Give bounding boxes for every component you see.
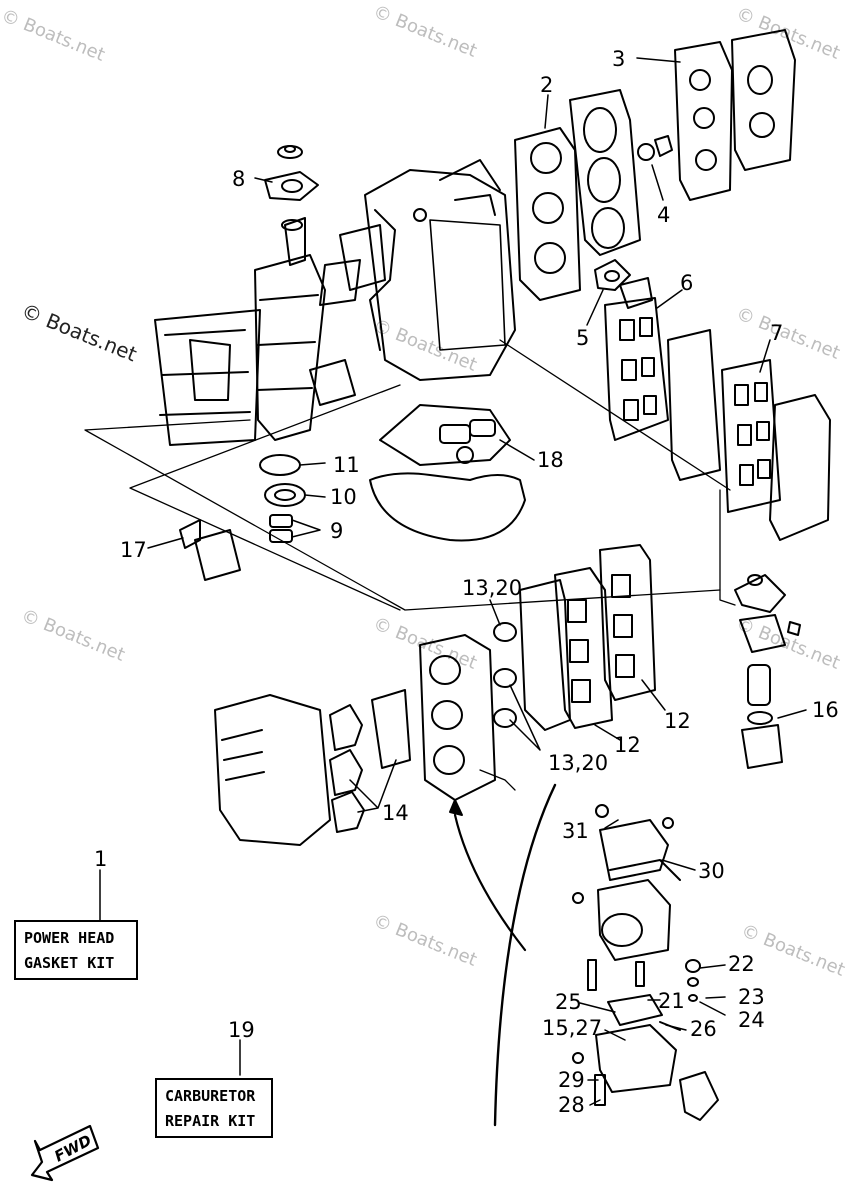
cylinder-head <box>569 89 641 256</box>
callout-26: 26 <box>690 1017 717 1041</box>
part-4-washer <box>637 135 673 161</box>
callout-2: 2 <box>540 73 553 97</box>
callout-8: 8 <box>232 167 245 191</box>
power-head-kit-line2: GASKET KIT <box>24 954 115 972</box>
part-8-cover <box>264 145 319 201</box>
callout-30: 30 <box>698 859 725 883</box>
callout-labels: 3 2 4 8 5 6 7 11 10 9 18 17 13,20 12 12 … <box>94 47 839 1117</box>
exhaust-outer-cover <box>769 394 831 541</box>
exhaust-inner-plate <box>667 329 721 481</box>
watermark-dark: © Boats.net <box>18 298 140 366</box>
callout-13-20-lower: 13,20 <box>548 751 608 775</box>
intake-silencer <box>419 634 516 801</box>
kit-boundary-line-lower <box>129 384 736 611</box>
watermark: © Boats.net <box>370 1 480 62</box>
callout-12-lower: 12 <box>614 733 641 757</box>
part-11-o-ring <box>259 454 301 476</box>
callout-23: 23 <box>738 985 765 1009</box>
callout-14: 14 <box>382 801 409 825</box>
callout-9: 9 <box>330 519 343 543</box>
callout-28: 28 <box>558 1093 585 1117</box>
watermark: © Boats.net <box>0 5 108 66</box>
callout-11: 11 <box>333 453 360 477</box>
carburetor-kit-line1: CARBURETOR <box>165 1087 256 1105</box>
part-5-gasket <box>594 259 653 309</box>
part-10-oil-seal <box>264 483 306 507</box>
part-17-fitting <box>179 519 241 581</box>
carburetor-group <box>449 783 719 1127</box>
fwd-arrow <box>30 1124 100 1182</box>
callout-31: 31 <box>562 819 589 843</box>
watermark: © Boats.net <box>733 3 843 64</box>
carburetor-kit-line2: REPAIR KIT <box>165 1112 256 1130</box>
callout-25: 25 <box>555 990 582 1014</box>
watermark: © Boats.net <box>370 910 480 971</box>
part-2-head-gasket <box>514 127 581 301</box>
callout-15-27: 15,27 <box>542 1016 602 1040</box>
part-18-base-gasket <box>369 404 526 542</box>
watermark: © Boats.net <box>370 315 480 376</box>
callout-7: 7 <box>770 321 783 345</box>
callout-4: 4 <box>657 203 670 227</box>
callout-18: 18 <box>537 448 564 472</box>
power-head-gasket-kit-box: POWER HEAD GASKET KIT <box>14 920 142 984</box>
callout-22: 22 <box>728 952 755 976</box>
cylinder-block <box>319 159 516 381</box>
callout-16: 16 <box>812 698 839 722</box>
watermark: © Boats.net <box>733 303 843 364</box>
air-intake-cover <box>214 694 331 846</box>
part-12-reed-gasket <box>554 544 656 729</box>
crankcase <box>154 309 261 446</box>
callout-24: 24 <box>738 1008 765 1032</box>
callout-12-upper: 12 <box>664 709 691 733</box>
part-7-exhaust-cover-gasket <box>721 359 781 513</box>
watermark: © Boats.net <box>18 605 128 666</box>
crankshaft <box>254 217 356 441</box>
callout-6: 6 <box>680 271 693 295</box>
callout-21: 21 <box>658 989 685 1013</box>
part-9-bearing <box>269 514 293 543</box>
callout-3: 3 <box>612 47 625 71</box>
part-14-gaskets <box>329 689 411 833</box>
callout-29: 29 <box>558 1068 585 1092</box>
callout-13-20-upper: 13,20 <box>462 576 522 600</box>
leader-lines <box>99 57 807 1106</box>
callout-1: 1 <box>94 847 107 871</box>
part-3-head-cover-gasket <box>674 29 796 201</box>
part-16-fuel-pump <box>734 574 801 769</box>
power-head-kit-line1: POWER HEAD <box>24 929 115 947</box>
callout-5: 5 <box>576 326 589 350</box>
callout-10: 10 <box>330 485 357 509</box>
intake-manifold <box>519 579 571 731</box>
callout-17: 17 <box>120 538 147 562</box>
carburetor-repair-kit-box: CARBURETOR REPAIR KIT <box>155 1078 277 1142</box>
part-13-20-gaskets <box>493 622 517 728</box>
part-6-exhaust-gasket <box>604 297 669 441</box>
callout-19: 19 <box>228 1018 255 1042</box>
